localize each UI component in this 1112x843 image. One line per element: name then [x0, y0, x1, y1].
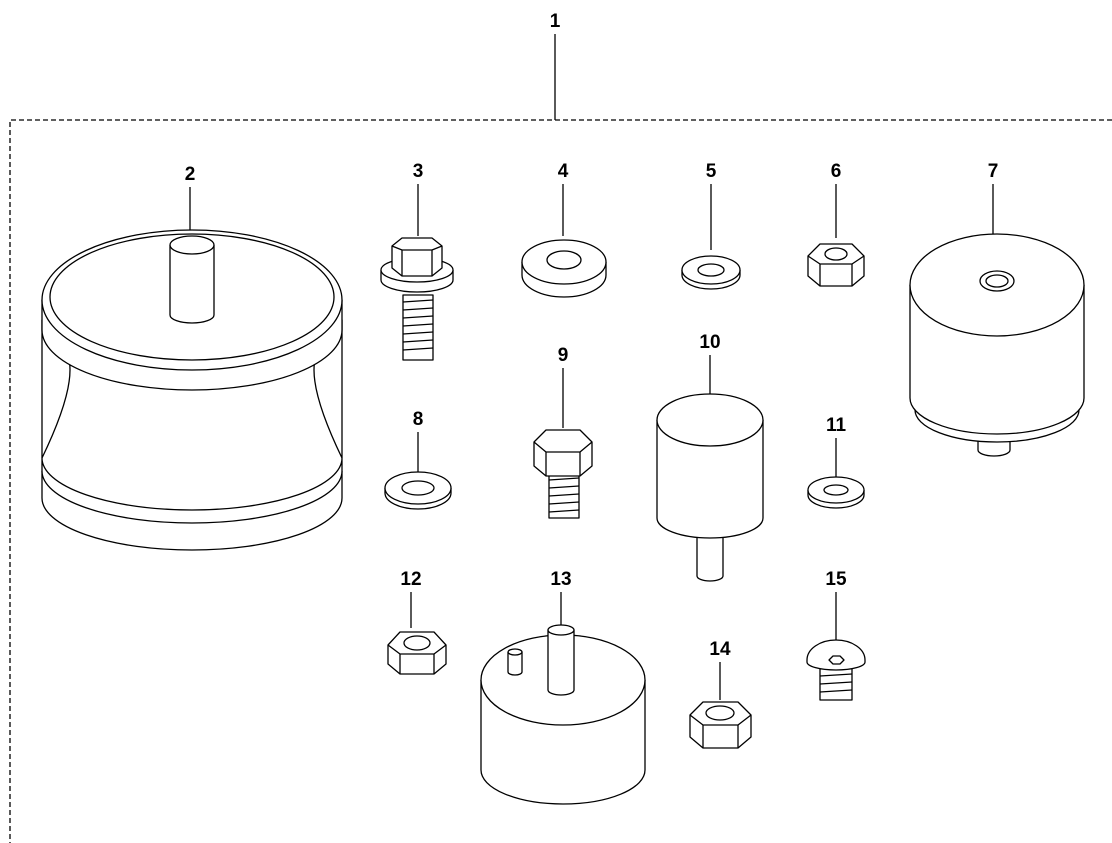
part-15-button-head-screw: 15	[806, 569, 866, 701]
part-6-hex-nut: 6	[807, 161, 865, 287]
part-10-cylinder-stud-mount: 10	[656, 332, 764, 582]
part-12-hex-nut: 12	[387, 569, 447, 675]
part-7-cylinder-mount: 7	[909, 161, 1085, 457]
svg-text:11: 11	[826, 415, 847, 436]
svg-text:13: 13	[550, 569, 571, 590]
assembly-boundary	[9, 119, 1112, 843]
svg-text:5: 5	[706, 161, 717, 182]
svg-text:3: 3	[413, 161, 424, 182]
svg-text:15: 15	[825, 569, 847, 590]
svg-text:2: 2	[185, 164, 196, 185]
svg-text:6: 6	[831, 161, 842, 182]
svg-text:9: 9	[558, 345, 569, 366]
svg-text:7: 7	[988, 161, 999, 182]
part-9-hex-bolt: 9	[533, 345, 593, 519]
part-3-flange-bolt: 3	[380, 161, 454, 361]
part-11-small-washer: 11	[807, 415, 865, 509]
part-8-flat-washer: 8	[384, 409, 452, 510]
svg-text:4: 4	[558, 161, 569, 182]
part-4-thick-washer: 4	[521, 161, 607, 298]
part-13-base-mount: 13	[480, 569, 646, 805]
svg-text:8: 8	[413, 409, 424, 430]
part-14-hex-nut: 14	[689, 639, 752, 749]
assembly-callout: 1	[9, 11, 1112, 843]
svg-text:14: 14	[709, 639, 731, 660]
part-2-rubber-mount: 2	[41, 164, 343, 551]
assembly-number: 1	[550, 11, 561, 32]
part-5-flat-washer: 5	[681, 161, 741, 290]
svg-text:12: 12	[400, 569, 421, 590]
svg-text:10: 10	[699, 332, 720, 353]
